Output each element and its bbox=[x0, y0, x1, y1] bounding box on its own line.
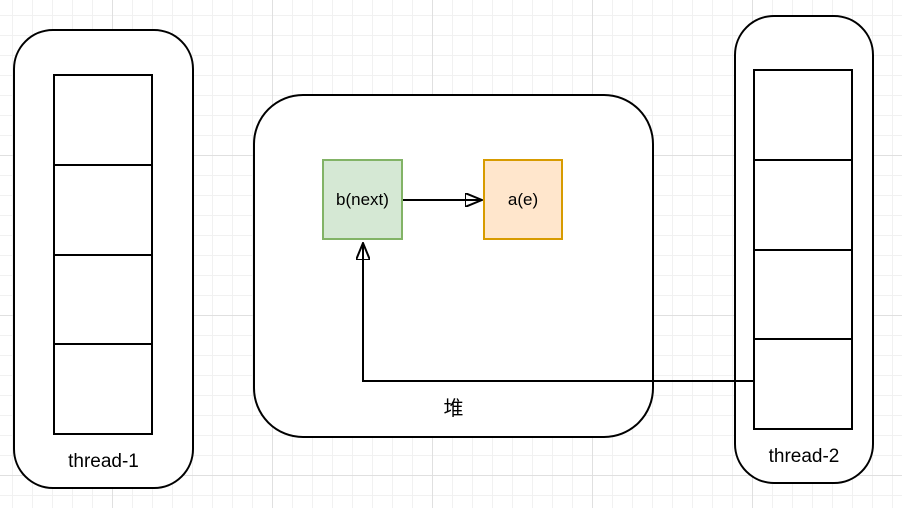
stack-cell[interactable] bbox=[55, 76, 151, 166]
stack-cell[interactable] bbox=[755, 251, 851, 341]
thread-2-stack bbox=[753, 69, 853, 430]
stack-cell[interactable] bbox=[755, 161, 851, 251]
thread-2-label: thread-2 bbox=[768, 446, 840, 467]
stack-cell[interactable] bbox=[55, 166, 151, 256]
node-b-next[interactable]: b(next) bbox=[322, 159, 403, 240]
stack-cell[interactable] bbox=[755, 71, 851, 161]
thread-2-container[interactable]: thread-2 bbox=[734, 15, 874, 484]
node-a-e[interactable]: a(e) bbox=[483, 159, 563, 240]
stack-cell[interactable] bbox=[55, 345, 151, 433]
heap-container[interactable]: b(next) a(e) 堆 bbox=[253, 94, 654, 438]
thread-1-container[interactable]: thread-1 bbox=[13, 29, 194, 489]
stack-cell[interactable] bbox=[55, 256, 151, 346]
thread-1-label: thread-1 bbox=[68, 451, 139, 472]
thread-1-stack bbox=[53, 74, 153, 435]
stack-cell[interactable] bbox=[755, 340, 851, 428]
heap-label: 堆 bbox=[443, 398, 464, 420]
